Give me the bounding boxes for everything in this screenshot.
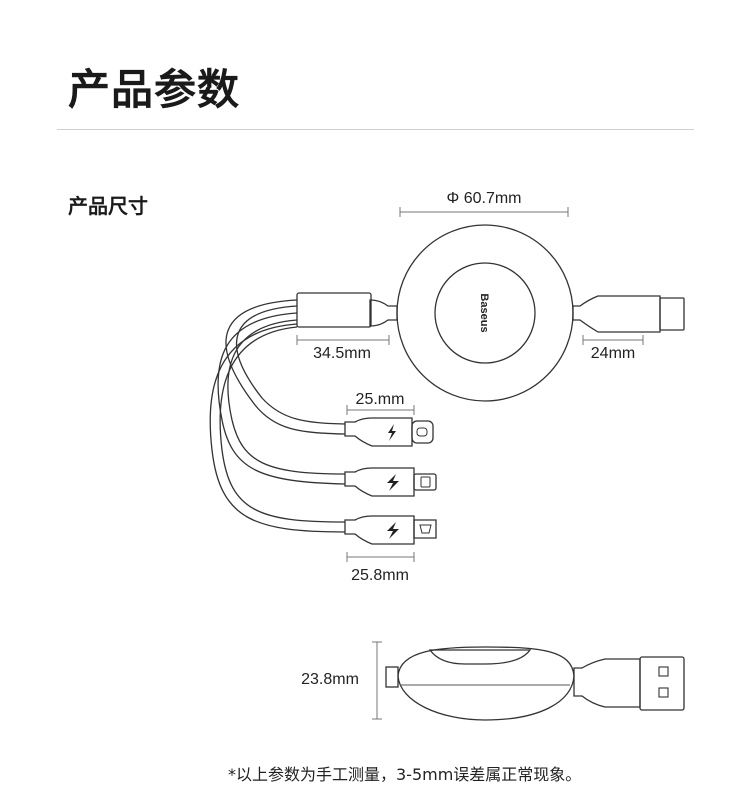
usb-a-connector (572, 295, 685, 333)
lightning-bolt-icon (387, 522, 399, 539)
cable-housing (296, 292, 372, 328)
connector-head-top-dimension (346, 405, 415, 415)
side-view-body (385, 646, 575, 721)
micro-usb-connector-head (344, 515, 437, 545)
lightning-port-icon (420, 476, 431, 488)
lightning-bolt-icon (388, 424, 396, 441)
connector-head-bottom-dimension (346, 552, 415, 562)
body-length-label: 34.5mm (313, 345, 371, 362)
brand-logo: Baseus (478, 293, 490, 332)
type-c-connector-head (344, 417, 434, 447)
connector-head-bottom-label: 25.8mm (351, 567, 409, 584)
lightning-bolt-icon (387, 474, 399, 491)
side-view-usb-a (573, 656, 685, 711)
body-length-dimension (296, 335, 390, 345)
lightning-connector-head (344, 467, 437, 497)
micro-usb-port-icon (419, 524, 432, 534)
reel-body-inner (434, 262, 536, 364)
side-height-dimension (372, 641, 382, 720)
section-title: 产品尺寸 (68, 194, 148, 218)
diameter-label: Φ 60.7mm (446, 190, 521, 207)
usb-c-port-icon (416, 427, 428, 437)
cable-bundle (209, 299, 346, 533)
usb-length-label: 24mm (591, 345, 635, 362)
reel-left-neck (369, 299, 398, 327)
side-height-label: 23.8mm (301, 671, 359, 688)
page-title: 产品参数 (68, 65, 241, 114)
usb-length-dimension (582, 335, 644, 345)
title-divider (57, 129, 694, 130)
diameter-dimension-line (399, 207, 569, 217)
connector-head-top-label: 25.mm (356, 391, 405, 408)
measurement-footnote: *以上参数为手工测量，3-5mm误差属正常现象。 (228, 765, 582, 784)
